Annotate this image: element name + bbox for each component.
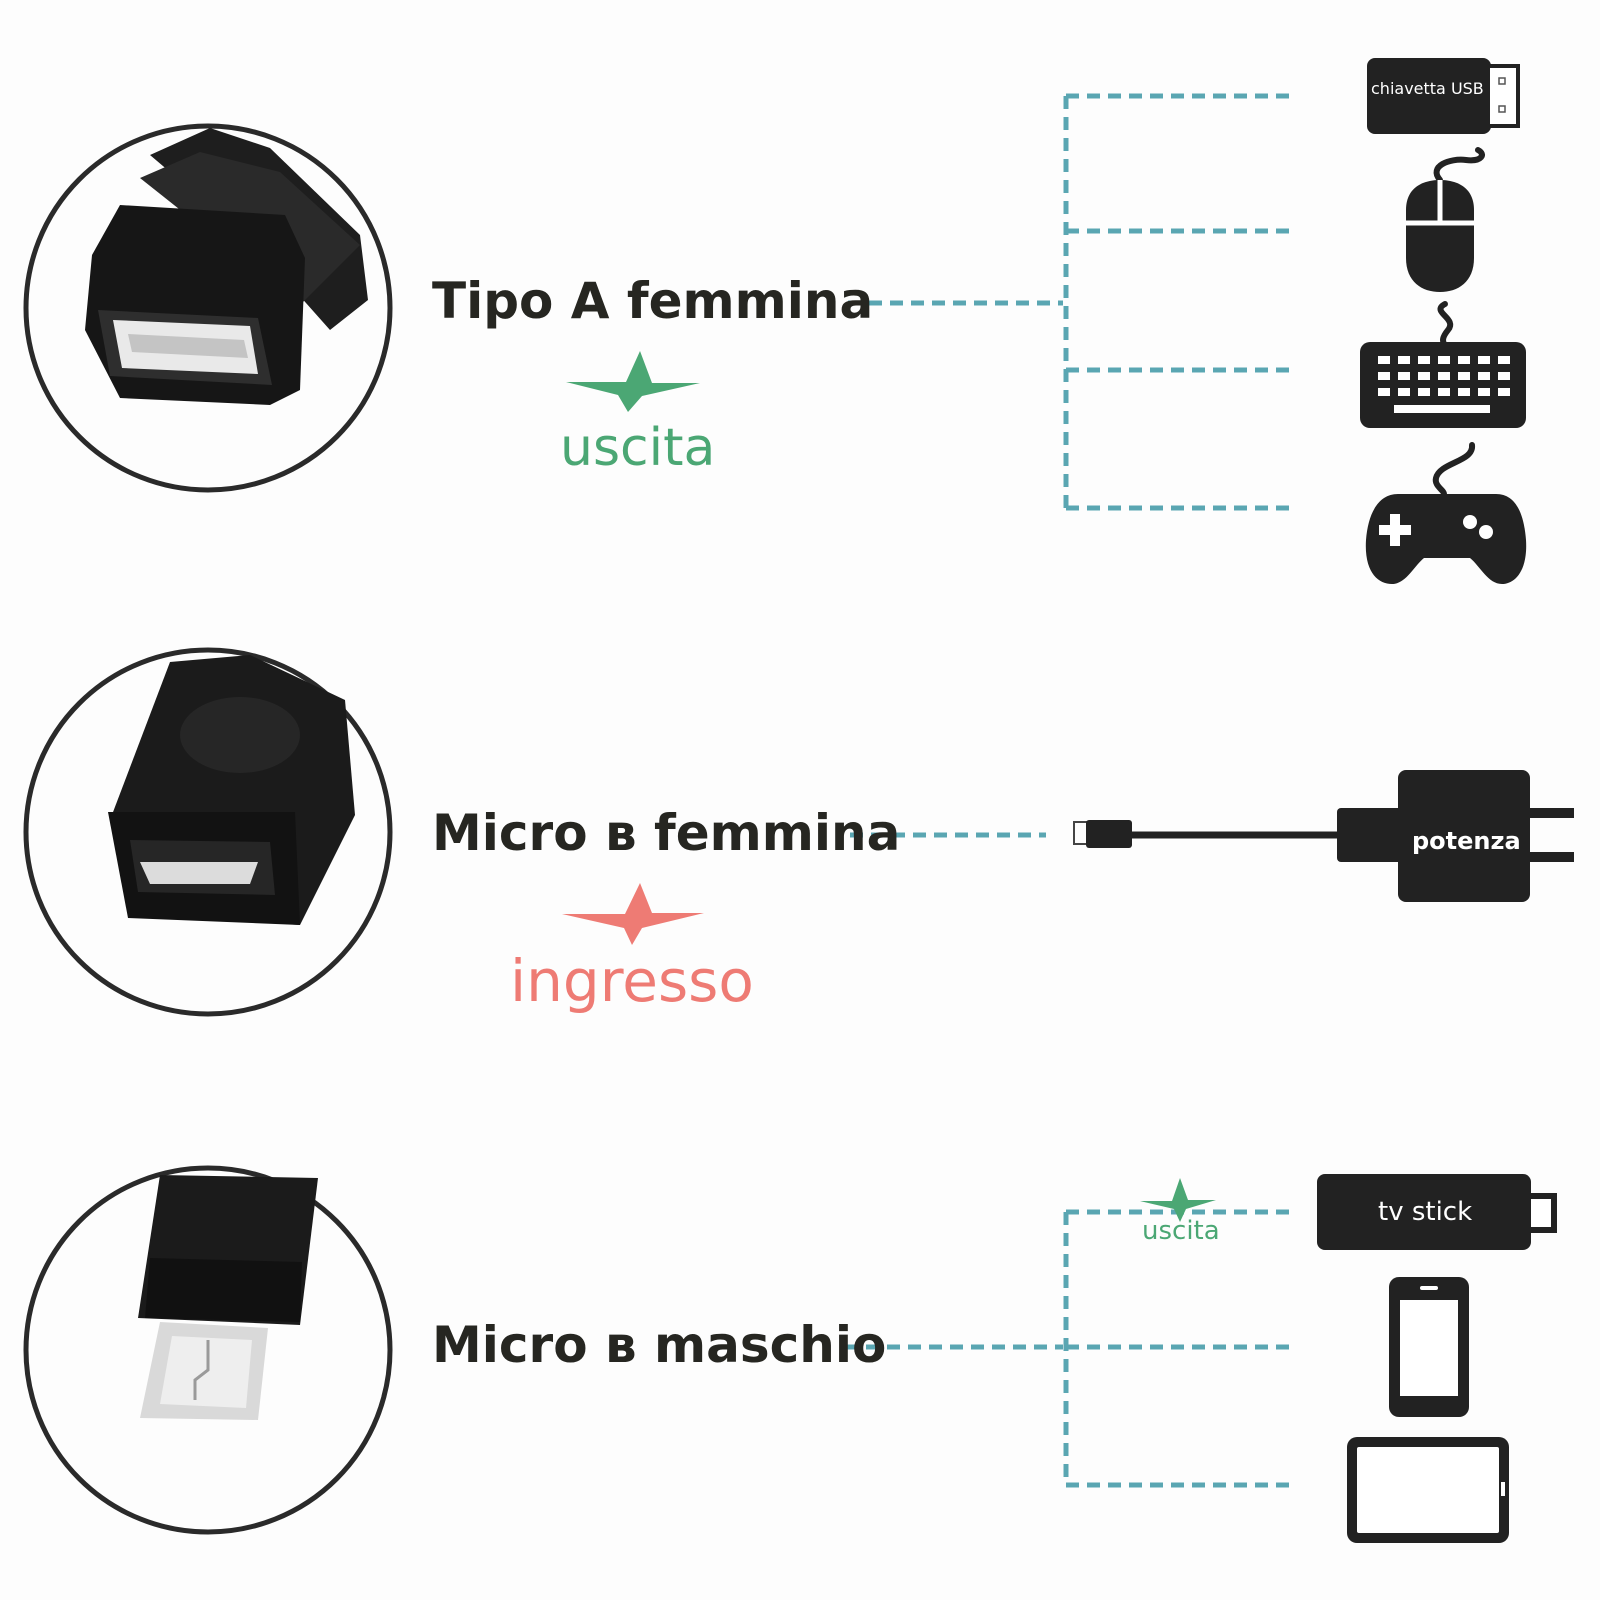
lightning-icon (1140, 1178, 1216, 1222)
micro-b-female-photo (23, 647, 393, 1017)
mouse-icon (1406, 147, 1485, 292)
flow-label-input: ingresso (510, 947, 754, 1015)
connection-lines (845, 93, 1294, 1488)
micro-b-male-photo (23, 1165, 393, 1535)
connector-title-micro-b-female: Micro в femmina (432, 804, 901, 862)
charger-icon (1073, 770, 1574, 902)
smartphone-icon (1389, 1277, 1469, 1417)
usb-stick-icon (1367, 58, 1520, 134)
tv-stick-icon (1317, 1174, 1557, 1250)
usb-stick-label: chiavetta USB (1371, 79, 1484, 98)
flow-label-output-small: uscita (1142, 1216, 1220, 1246)
tablet-icon (1347, 1437, 1509, 1543)
usb-a-female-photo (23, 123, 393, 493)
tv-stick-label: tv stick (1378, 1197, 1473, 1227)
flow-label-output: uscita (560, 418, 716, 478)
lightning-icon (562, 883, 704, 945)
keyboard-icon (1360, 301, 1526, 428)
connector-title-type-a-female: Tipo A femmina (432, 272, 874, 330)
gamepad-icon (1365, 442, 1527, 584)
lightning-icon (566, 351, 700, 412)
charger-label: potenza (1412, 827, 1521, 855)
connector-title-micro-b-male: Micro в maschio (432, 1316, 887, 1374)
